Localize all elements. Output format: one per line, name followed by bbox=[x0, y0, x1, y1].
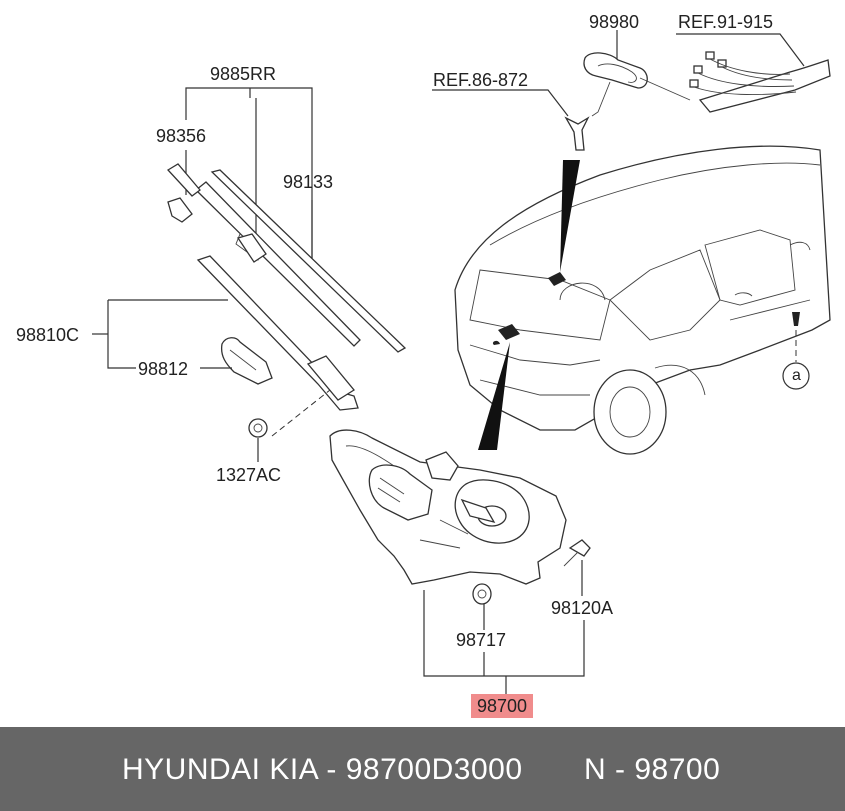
footer-brand-part-number: HYUNDAI KIA - 98700D3000 bbox=[122, 753, 523, 786]
leader-wedge-lower bbox=[478, 342, 510, 450]
blade-end-98356 bbox=[167, 197, 193, 223]
label-98812: 98812 bbox=[138, 359, 189, 379]
nut-1327ac bbox=[248, 418, 268, 438]
cap-98812 bbox=[220, 337, 273, 385]
label-98810c: 98810C bbox=[16, 325, 80, 345]
footer-bar: HYUNDAI KIA - 98700D3000 N - 98700 bbox=[0, 727, 845, 811]
label-ref-91-915: REF.91-915 bbox=[678, 12, 774, 32]
label-1327ac: 1327AC bbox=[216, 465, 282, 485]
label-98980: 98980 bbox=[589, 12, 640, 32]
parts-diagram bbox=[92, 30, 831, 694]
vehicle-drawing bbox=[454, 145, 831, 455]
footer-diagram-number: N - 98700 bbox=[584, 753, 721, 786]
ref-86-872-part bbox=[564, 116, 590, 151]
label-ref-86-872: REF.86-872 bbox=[433, 70, 529, 90]
label-9885rr: 9885RR bbox=[210, 64, 277, 84]
label-98120a: 98120A bbox=[551, 598, 614, 618]
wiper-motor-assembly bbox=[329, 429, 567, 585]
washer-nozzle-98980 bbox=[583, 52, 648, 89]
label-98133: 98133 bbox=[283, 172, 334, 192]
grommet-98717 bbox=[472, 583, 492, 605]
label-98356: 98356 bbox=[156, 126, 207, 146]
leader-wedge-upper bbox=[560, 160, 580, 272]
callout-circle-a bbox=[782, 362, 810, 390]
bolt-98120a bbox=[568, 539, 591, 557]
wiper-blade-98133 bbox=[210, 169, 407, 353]
label-98700-highlighted: 98700 bbox=[471, 694, 534, 718]
label-98717: 98717 bbox=[456, 630, 507, 650]
label-circle-a: a bbox=[792, 367, 801, 384]
